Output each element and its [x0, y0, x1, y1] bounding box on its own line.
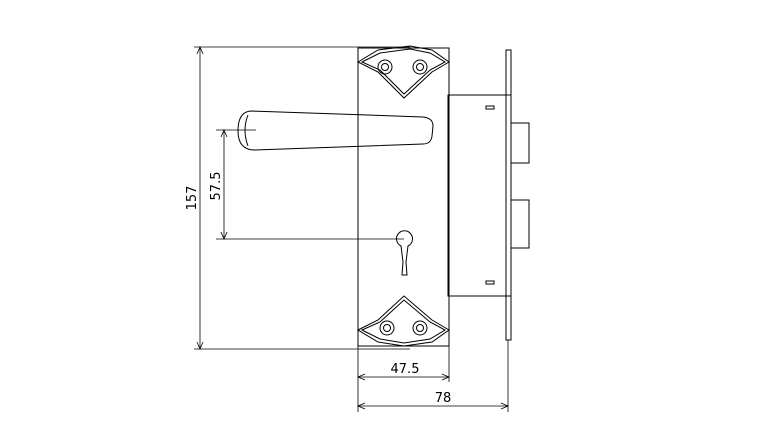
dimension-handle-to-keyhole — [216, 128, 404, 241]
dimension-plate-width — [356, 346, 451, 412]
label-plate-width: 47.5 — [391, 362, 420, 377]
keyhole — [396, 230, 413, 276]
escutcheon-plate — [356, 45, 450, 347]
screw-bottom-right — [412, 320, 428, 336]
handle-end-curve — [244, 114, 249, 147]
lock-body — [447, 49, 530, 341]
screw-bottom-left — [379, 320, 395, 336]
label-overall-width: 78 — [435, 391, 452, 406]
door-handle — [237, 110, 434, 151]
dimension-total-height — [194, 45, 410, 351]
label-handle-to-keyhole: 57.5 — [209, 172, 224, 201]
screw-top-left — [377, 59, 393, 75]
screw-top-right — [412, 59, 428, 75]
label-total-height: 157 — [185, 186, 200, 211]
dimension-overall-width — [356, 340, 510, 412]
